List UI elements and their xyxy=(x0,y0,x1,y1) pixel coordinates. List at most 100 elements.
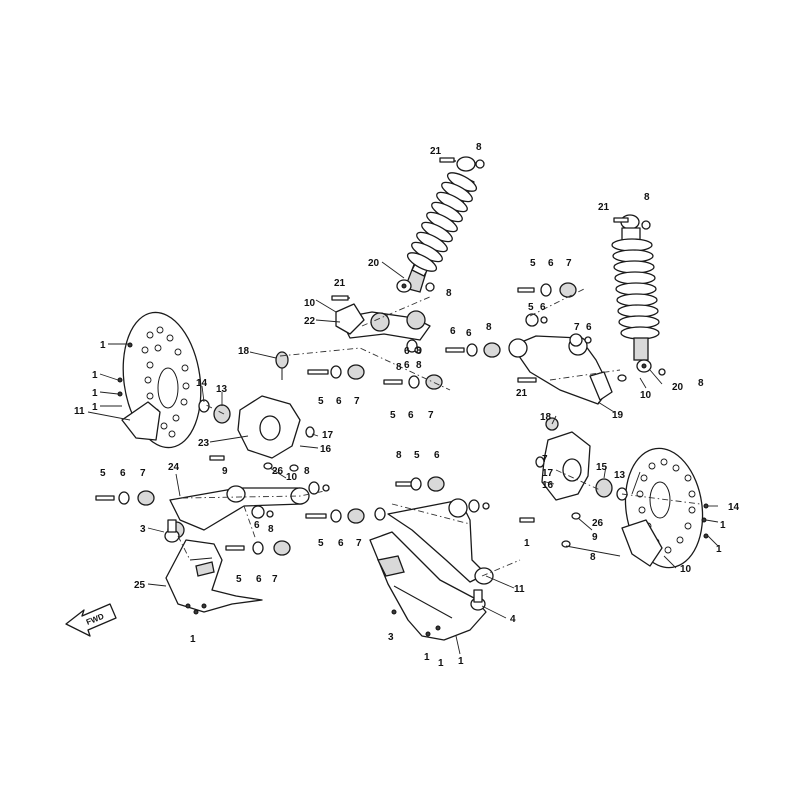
callout-7: 7 xyxy=(272,574,278,585)
callout-19: 19 xyxy=(612,410,624,421)
callout-7: 6 xyxy=(434,450,440,461)
callout-6: 6 xyxy=(256,574,262,585)
callout-1: 1 xyxy=(424,652,430,663)
callout-10: 10 xyxy=(640,390,652,401)
callout-3: 4 xyxy=(510,614,516,625)
right-skid-plate xyxy=(369,531,487,641)
callout-8: 6 xyxy=(586,322,592,333)
callout-6: 6 xyxy=(120,468,126,479)
callout-2: 1 xyxy=(458,656,464,667)
callout-8: 8 xyxy=(416,346,422,357)
callout-21: 21 xyxy=(334,278,346,289)
callout-4: 11 xyxy=(514,584,525,595)
callout-1: 14 xyxy=(728,502,740,513)
callout-1: 3 xyxy=(388,632,394,643)
callout-1: 1 xyxy=(100,340,106,351)
callout-18: 18 xyxy=(540,412,552,423)
fwd-arrow-icon: FWD xyxy=(65,603,117,637)
callout-9: 9 xyxy=(222,466,228,477)
callout-16: 16 xyxy=(320,444,332,455)
callout-11: 11 xyxy=(74,406,85,417)
callout-7: 7 xyxy=(428,410,434,421)
callout-6: 6 xyxy=(254,520,260,531)
callout-1: 1 xyxy=(438,658,444,669)
callout-8: 8 xyxy=(416,360,422,371)
callout-6: 6 xyxy=(466,328,472,339)
callout-1: 1 xyxy=(720,520,726,531)
callout-1: 1 xyxy=(92,388,98,399)
callout-numbers: 1 1 1 1 11 14 13 18 23 24 5 6 7 3 25 1 9… xyxy=(74,142,740,669)
callout-7: 7 xyxy=(354,396,360,407)
callout-1: 1 xyxy=(190,634,196,645)
callout-18: 18 xyxy=(238,346,250,357)
callout-17: 17 xyxy=(322,430,334,441)
callout-1: 1 xyxy=(92,402,98,413)
callout-22: 22 xyxy=(304,316,316,327)
callout-17: 7 xyxy=(542,454,548,465)
callout-8: 8 xyxy=(476,142,482,153)
callout-5: 5 xyxy=(318,538,324,549)
callout-8: 26 xyxy=(592,518,604,529)
left-skid-plate xyxy=(165,539,263,613)
callout-1: 1 xyxy=(716,544,722,555)
callout-8: 8 xyxy=(698,378,704,389)
callout-5: 6 xyxy=(450,326,456,337)
callout-6: 5 xyxy=(528,302,534,313)
callout-24: 24 xyxy=(168,462,180,473)
callout-14: 13 xyxy=(614,470,626,481)
callout-6: 6 xyxy=(338,538,344,549)
callout-8: 8 xyxy=(304,466,310,477)
callout-10: 10 xyxy=(304,298,316,309)
callout-8: 8 xyxy=(644,192,650,203)
callout-8: 8 xyxy=(268,524,274,535)
callout-13: 15 xyxy=(596,462,608,473)
callout-13: 13 xyxy=(216,384,228,395)
right-steering-knuckle xyxy=(541,417,628,501)
callout-10: 8 xyxy=(590,552,596,563)
callout-7: 7 xyxy=(566,258,572,269)
callout-3: 3 xyxy=(140,524,146,535)
callout-21: 21 xyxy=(598,202,610,213)
callout-6: 6 xyxy=(404,360,410,371)
left-steering-knuckle xyxy=(198,351,301,459)
callout-20: 20 xyxy=(672,382,684,393)
callout-15: 16 xyxy=(542,480,554,491)
callout-6: 6 xyxy=(408,410,414,421)
right-shock-absorber xyxy=(611,214,660,373)
leader-lines xyxy=(87,261,719,655)
right-lower-a-arm xyxy=(387,498,494,585)
callout-23: 23 xyxy=(198,438,210,449)
callout-26: 26 xyxy=(272,466,284,477)
callout-6: 6 xyxy=(404,346,410,357)
left-brake-disc xyxy=(121,311,202,449)
callout-21: 21 xyxy=(516,388,528,399)
callout-7: 7 xyxy=(356,538,362,549)
callout-5: 5 xyxy=(318,396,324,407)
callout-6: 6 xyxy=(336,396,342,407)
callout-8: 8 xyxy=(446,288,452,299)
callout-11: 10 xyxy=(680,564,692,575)
left-upper-a-arm xyxy=(335,303,431,341)
callout-10: 10 xyxy=(286,472,298,483)
callout-8: 8 xyxy=(396,362,402,373)
callout-6: 7 xyxy=(574,322,580,333)
assembly-lines xyxy=(177,287,701,577)
callout-5: 5 xyxy=(236,574,242,585)
left-shock-absorber xyxy=(396,156,478,293)
hardware-group xyxy=(95,157,666,556)
callout-21: 21 xyxy=(430,146,442,157)
callout-5: 5 xyxy=(390,410,396,421)
callout-16: 17 xyxy=(542,468,554,479)
callout-26: 9 xyxy=(592,532,598,543)
callout-25: 25 xyxy=(134,580,146,591)
callout-6: 6 xyxy=(548,258,554,269)
callout-14: 14 xyxy=(196,378,208,389)
callout-5: 5 xyxy=(530,258,536,269)
ball-joints xyxy=(164,519,486,611)
callout-5: 5 xyxy=(100,468,106,479)
callout-6: 5 xyxy=(414,450,420,461)
callout-5: 8 xyxy=(396,450,402,461)
callout-7: 7 xyxy=(140,468,146,479)
callout-8: 6 xyxy=(540,302,546,313)
